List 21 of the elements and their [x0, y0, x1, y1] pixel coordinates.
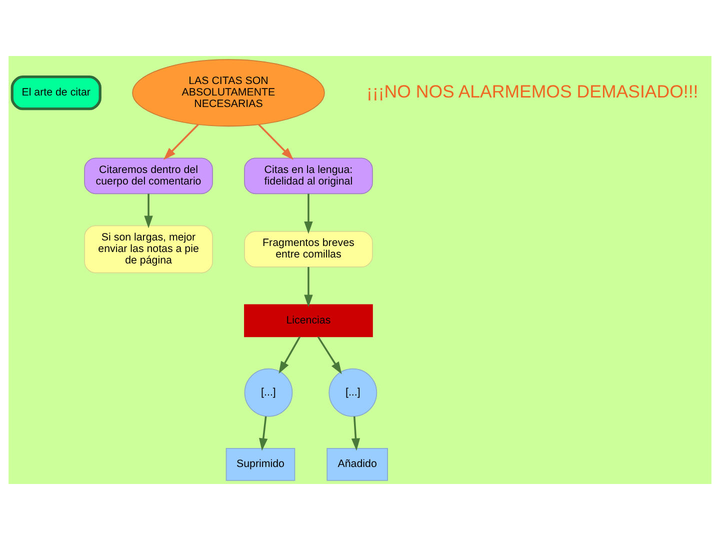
node-box: Citas en la lengua: fidelidad al original — [244, 158, 373, 194]
arrow — [304, 266, 313, 308]
node-box: Añadido — [326, 448, 388, 481]
node-box: Licencias — [244, 304, 373, 338]
arrow — [163, 124, 199, 160]
node-circle: [...] — [244, 368, 293, 417]
node-box: Suprimido — [226, 448, 296, 481]
arrow — [259, 416, 268, 451]
arrow — [317, 336, 342, 374]
arrow — [144, 194, 153, 228]
node-box: Citaremos dentro del cuerpo del comentario — [84, 158, 213, 194]
label: ¡¡¡NO NOS ALARMEMOS DEMASIADO!!! — [366, 81, 698, 102]
node-box: Si son largas, mejor enviar las notas a pie de página — [84, 225, 213, 274]
node-box: El arte de citar — [10, 76, 102, 110]
arrow — [258, 124, 294, 160]
arrow — [351, 416, 360, 451]
node-box: Fragmentos breves entre comillas — [244, 231, 373, 268]
node-ellipse: LAS CITAS SON ABSOLUTAMENTE NECESARIAS — [132, 59, 325, 127]
arrow — [278, 336, 301, 374]
arrow — [304, 194, 313, 234]
node-circle: [...] — [328, 368, 378, 417]
